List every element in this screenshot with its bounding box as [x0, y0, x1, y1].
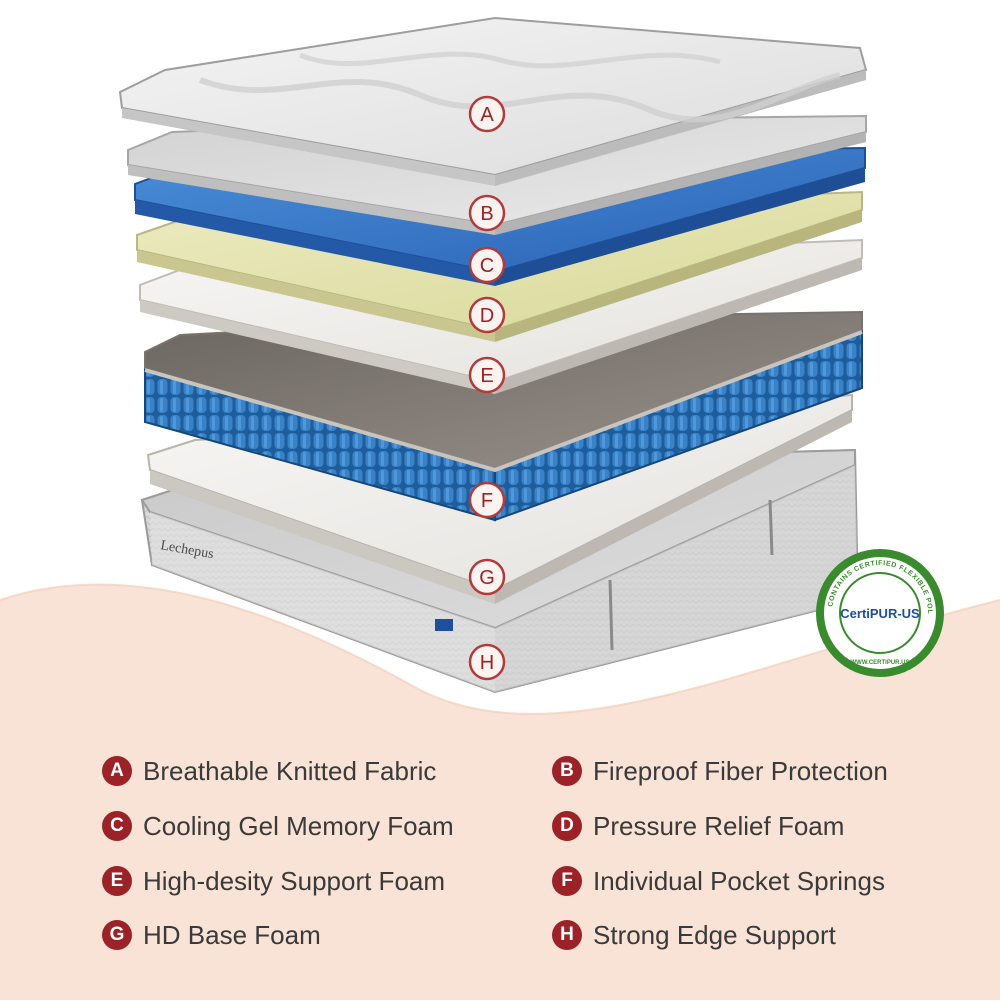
legend-item-e: E High-desity Support Foam — [102, 863, 445, 899]
legend-label: Fireproof Fiber Protection — [593, 755, 888, 786]
legend-label: HD Base Foam — [143, 919, 321, 950]
marker-h: H — [468, 643, 506, 681]
legend-item-h: H Strong Edge Support — [552, 917, 836, 953]
marker-f: F — [468, 481, 506, 519]
marker-letter: G — [479, 567, 495, 589]
legend-badge: A — [102, 756, 132, 786]
legend-item-c: C Cooling Gel Memory Foam — [102, 808, 454, 844]
marker-letter: F — [481, 490, 493, 512]
legend-label: Strong Edge Support — [593, 919, 836, 950]
layer-knitted-fabric — [118, 16, 868, 186]
legend-item-b: B Fireproof Fiber Protection — [552, 753, 888, 789]
marker-a: A — [468, 95, 506, 133]
legend-badge: F — [552, 866, 582, 896]
legend-label: Pressure Relief Foam — [593, 810, 845, 841]
legend-label: Individual Pocket Springs — [593, 865, 885, 896]
marker-letter: B — [480, 203, 493, 225]
legend-badge: H — [552, 920, 582, 950]
marker-letter: A — [480, 104, 494, 126]
legend-label: Cooling Gel Memory Foam — [143, 810, 454, 841]
legend-item-a: A Breathable Knitted Fabric — [102, 753, 436, 789]
marker-b: B — [468, 194, 506, 232]
marker-letter: D — [480, 305, 494, 327]
background-wave — [0, 584, 1000, 1000]
legend-item-g: G HD Base Foam — [102, 917, 321, 953]
legend-item-f: F Individual Pocket Springs — [552, 863, 885, 899]
marker-d: D — [468, 296, 506, 334]
marker-letter: C — [480, 255, 494, 277]
legend-badge: D — [552, 811, 582, 841]
marker-e: E — [468, 356, 506, 394]
legend-label: Breathable Knitted Fabric — [143, 755, 437, 786]
marker-letter: H — [480, 652, 494, 674]
certipur-logo-text: CertiPUR-US — [840, 606, 920, 621]
certipur-url-text: WWW.CERTIPUR.US — [851, 660, 910, 666]
legend-badge: B — [552, 756, 582, 786]
layer-markers: A B C D E F G H — [468, 95, 506, 681]
legend-badge: C — [102, 811, 132, 841]
marker-g: G — [468, 558, 506, 596]
legend-badge: G — [102, 920, 132, 950]
brand-tag — [435, 619, 453, 631]
legend-badge: E — [102, 866, 132, 896]
marker-c: C — [468, 246, 506, 284]
legend-label: High-desity Support Foam — [143, 865, 446, 896]
marker-letter: E — [480, 365, 493, 387]
legend-item-d: D Pressure Relief Foam — [552, 808, 844, 844]
